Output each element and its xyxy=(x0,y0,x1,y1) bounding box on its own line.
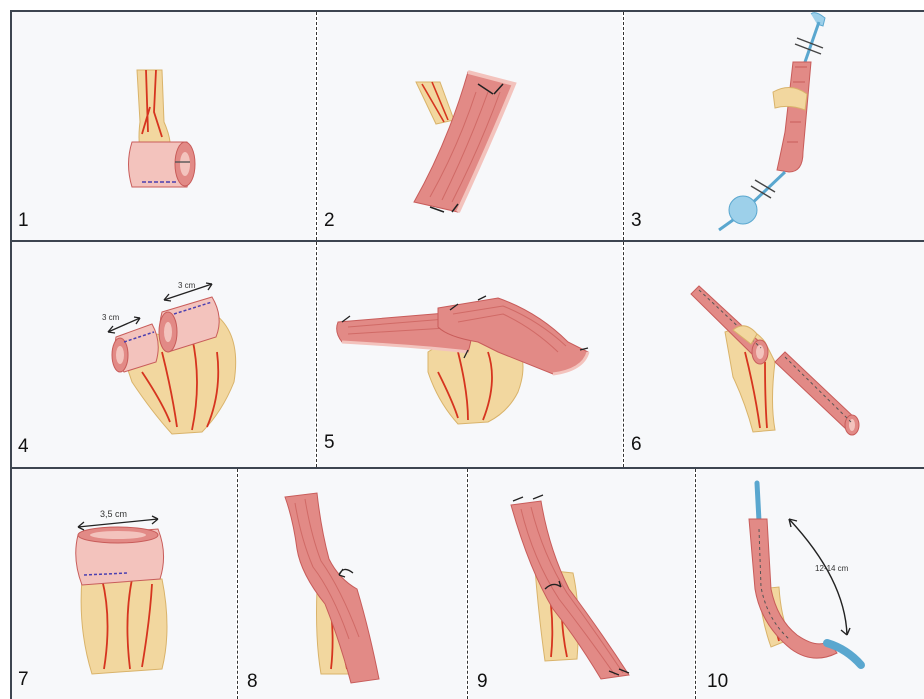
panel-2-illustration xyxy=(318,12,622,240)
panel-8: 8 xyxy=(239,469,466,699)
panel-number: 2 xyxy=(324,210,335,232)
panel-number: 9 xyxy=(477,671,488,693)
panel-number: 1 xyxy=(18,210,29,232)
panel-number: 7 xyxy=(18,669,29,691)
column-divider xyxy=(623,242,624,467)
panel-number: 8 xyxy=(247,671,258,693)
label-3-5cm: 3,5 cm xyxy=(100,509,127,519)
label-12-14cm: 12-14 cm xyxy=(815,564,849,573)
column-divider xyxy=(623,12,624,240)
column-divider xyxy=(467,469,468,699)
panel-9-illustration xyxy=(469,469,694,699)
panel-3: 3 xyxy=(625,12,924,240)
label-3cm-left: 3 cm xyxy=(102,313,120,322)
panel-4: 3 cm 3 cm 4 xyxy=(12,242,315,467)
column-divider xyxy=(695,469,696,699)
panel-4-illustration: 3 cm 3 cm xyxy=(12,242,315,467)
panel-8-illustration xyxy=(239,469,466,699)
panel-number: 4 xyxy=(18,436,29,458)
panel-number: 10 xyxy=(707,671,728,693)
panel-10-illustration: 12-14 cm xyxy=(697,469,924,699)
panel-number: 5 xyxy=(324,432,335,454)
panel-7-illustration: 3,5 cm xyxy=(12,469,236,699)
column-divider xyxy=(316,12,317,240)
panel-9: 9 xyxy=(469,469,694,699)
panel-3-illustration xyxy=(625,12,924,240)
panel-1: 1 xyxy=(12,12,315,240)
column-divider xyxy=(316,242,317,467)
panel-5-illustration xyxy=(318,242,622,467)
panel-6: 6 xyxy=(625,242,924,467)
panel-7: 3,5 cm 7 xyxy=(12,469,236,699)
panel-1-illustration xyxy=(12,12,315,240)
panel-5: 5 xyxy=(318,242,622,467)
column-divider xyxy=(237,469,238,699)
label-3cm-right: 3 cm xyxy=(178,281,196,290)
panel-number: 6 xyxy=(631,434,642,456)
panel-2: 2 xyxy=(318,12,622,240)
panel-6-illustration xyxy=(625,242,924,467)
panel-number: 3 xyxy=(631,210,642,232)
panel-10: 12-14 cm 10 xyxy=(697,469,924,699)
